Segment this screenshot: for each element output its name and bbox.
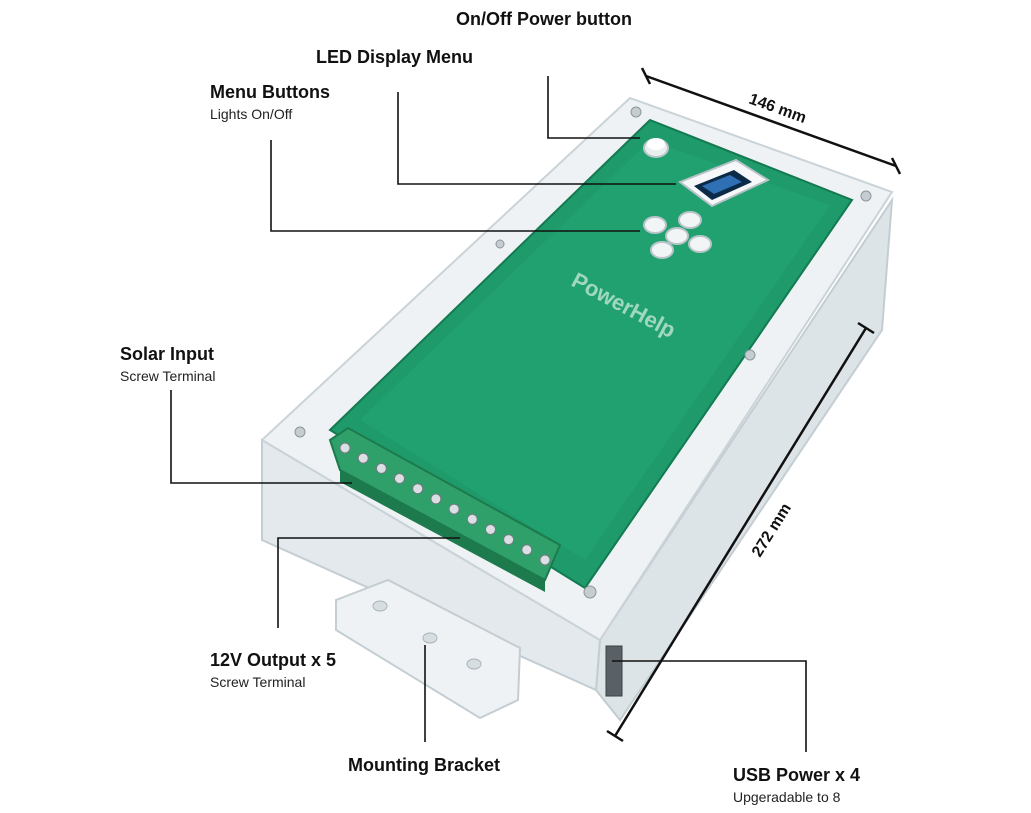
power-button — [643, 138, 669, 158]
menu-buttons — [643, 211, 712, 259]
callout-output: 12V Output x 5 Screw Terminal — [210, 650, 336, 690]
callout-output-title: 12V Output x 5 — [210, 650, 337, 670]
callout-led: LED Display Menu — [316, 47, 473, 68]
leader-usb — [612, 660, 807, 752]
terminal-screw — [539, 554, 551, 566]
leader-solar — [170, 390, 352, 484]
callout-usb: USB Power x 4 Upgeradable to 8 — [733, 765, 860, 805]
terminal-screw — [485, 524, 496, 535]
leader-lines — [170, 76, 807, 752]
callout-output-subtitle: Screw Terminal — [210, 673, 306, 690]
terminal-screw — [466, 513, 478, 525]
callout-usb-title: USB Power x 4 — [733, 765, 861, 785]
terminal-screw — [412, 483, 424, 495]
leader-power — [547, 76, 640, 139]
terminal-screw — [375, 462, 387, 474]
corner-screws — [294, 106, 872, 599]
callout-menu-title: Menu Buttons — [210, 82, 330, 102]
callout-bracket-title: Mounting Bracket — [348, 755, 501, 775]
callout-bracket: Mounting Bracket — [348, 755, 500, 776]
terminal-screw — [357, 452, 369, 464]
usb-ports — [605, 645, 623, 697]
mounting-bracket — [335, 578, 522, 720]
terminal-screw — [394, 473, 405, 484]
callout-power: On/Off Power button — [456, 9, 632, 30]
terminal-screw — [430, 493, 442, 505]
terminal-screw — [448, 503, 460, 515]
callout-solar-title: Solar Input — [120, 344, 214, 364]
callout-menu-subtitle: Lights On/Off — [210, 105, 293, 122]
callout-solar-subtitle: Screw Terminal — [120, 367, 216, 384]
callout-menu: Menu Buttons Lights On/Off — [210, 82, 330, 122]
pcb-shading — [360, 140, 830, 560]
leader-led — [397, 92, 676, 185]
dimension-width — [640, 67, 902, 175]
terminal-screws — [339, 442, 551, 566]
width-dimension-label: 146 mm — [747, 91, 809, 127]
callout-power-title: On/Off Power button — [456, 9, 632, 29]
terminal-screw — [503, 534, 515, 546]
callout-led-title: LED Display Menu — [316, 47, 474, 67]
callout-usb-subtitle: Upgeradable to 8 — [733, 788, 841, 805]
leader-menu — [270, 140, 640, 232]
dimension-length — [606, 321, 875, 743]
led-display — [677, 158, 771, 208]
terminal-screw — [521, 544, 533, 556]
leader-output — [277, 537, 460, 628]
screw-terminal-block — [328, 426, 562, 592]
terminal-screw — [339, 442, 351, 454]
callout-solar: Solar Input Screw Terminal — [120, 344, 215, 384]
